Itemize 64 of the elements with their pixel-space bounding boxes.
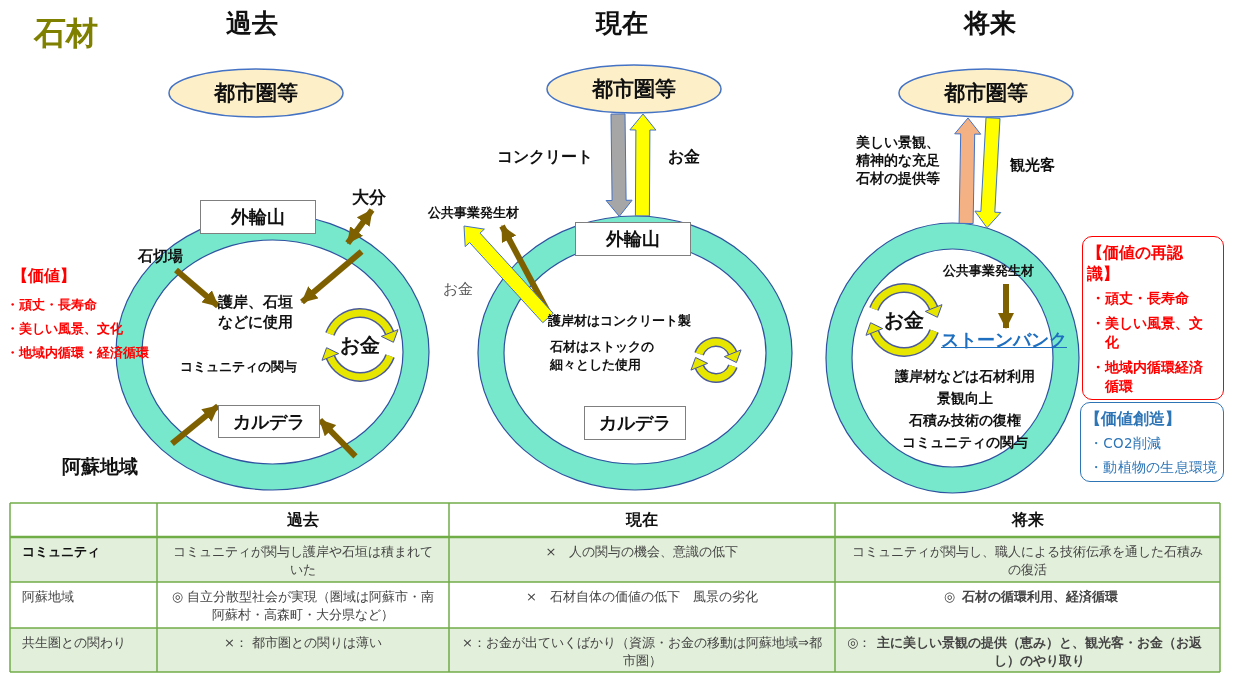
period-heading: 過去 — [225, 7, 279, 40]
bullet-item: ・頑丈・長寿命 — [1091, 289, 1190, 308]
period-heading: 現在 — [594, 7, 649, 40]
note-text: コミュニティの関与 — [901, 434, 1029, 452]
column-header: 将来 — [1010, 509, 1045, 532]
arrow — [170, 403, 220, 446]
region-ellipse: 都市圏等 — [898, 68, 1074, 118]
region-label: 阿蘇地域 — [62, 454, 138, 479]
title: 石材 — [34, 13, 98, 54]
place-label: 大分 — [352, 186, 396, 210]
table-cell-text: × 石材自体の価値の低下 風景の劣化 — [525, 588, 759, 606]
block-arrow — [954, 117, 982, 225]
bullet-item: ・CO2削減 — [1089, 434, 1163, 453]
block-arrow — [463, 225, 554, 324]
row-header: コミュニティ — [21, 543, 101, 561]
block-arrow — [605, 113, 633, 217]
value-box — [1082, 236, 1224, 400]
label-box: 外輪山 — [200, 200, 316, 234]
value-heading: 【価値】 — [12, 266, 76, 287]
note-text: 石積み技術の復権 — [908, 412, 1022, 430]
edge-label: コンクリート — [497, 146, 593, 168]
bullet-item: ・美しい風景、文化 — [1091, 313, 1204, 353]
note-text: 護岸材などは石材利用 — [894, 368, 1036, 386]
label-box: 外輪山 — [575, 222, 691, 256]
edge-label: 観光客 — [1010, 155, 1055, 176]
money-cycle: お金 — [318, 305, 402, 385]
region-ellipse: 都市圏等 — [546, 64, 722, 114]
material-label: 公共事業発生材 — [428, 204, 544, 226]
column-header: 過去 — [286, 509, 320, 532]
arrow — [300, 249, 364, 305]
block-arrow — [629, 113, 657, 217]
ring-shape — [825, 222, 1080, 494]
row-header: 阿蘇地域 — [21, 588, 75, 606]
bullet-item: ・動植物の生息環境 — [1089, 457, 1215, 477]
table-cell-text: ×： 都市圏との関りは薄い — [223, 634, 383, 652]
table-cell-text: ◎：主に美しい景観の提供（恵み）と、観光客・お金（お返し）のやり取り — [846, 634, 1204, 670]
edge-label: 美しい景観、精神的な充足石材の提供等 — [856, 133, 941, 188]
note-text: コミュニティの関与 — [180, 358, 297, 376]
bullet-item: ・地域内循環経済循環 — [1091, 357, 1204, 397]
note-text: 景観向上 — [936, 390, 994, 408]
arrow — [317, 417, 358, 459]
table-cell-text: コミュニティが関与し護岸や石垣は積まれていた — [172, 543, 434, 579]
table-cell-text: コミュニティが関与し、職人による技術伝承を通した石積みの復活 — [851, 543, 1204, 579]
box-heading: 【価値の再認識】 — [1087, 243, 1184, 285]
row-header: 共生圏との関わり — [21, 634, 127, 652]
usage-text: 護岸材はコンクリート製 — [548, 312, 724, 334]
edge-label: お金 — [443, 279, 473, 300]
column-header: 現在 — [624, 509, 659, 532]
arrow — [345, 208, 375, 245]
box-heading: 【価値創造】 — [1085, 409, 1182, 430]
usage-text: 石材はストックの細々とした使用 — [550, 338, 662, 380]
block-arrow — [974, 117, 1002, 229]
usage-text: 護岸、石垣などに使用 — [218, 292, 302, 338]
region-ellipse: 都市圏等 — [168, 68, 344, 118]
table-cell-text: ◎ 自立分散型社会が実現（圏域は阿蘇市・南阿蘇村・高森町・大分県など） — [170, 588, 436, 624]
edge-label: お金 — [668, 146, 700, 168]
bullet-item: ・頑丈・長寿命 — [6, 296, 97, 314]
table-cell-text: ×：お金が出ていくばかり（資源・お金の移動は阿蘇地域⇒都市圏） — [461, 634, 823, 670]
label-box: カルデラ — [584, 406, 686, 440]
label-box: カルデラ — [218, 405, 320, 438]
period-heading: 将来 — [962, 7, 1017, 40]
table-cell-text: × 人の関与の機会、意識の低下 — [544, 543, 740, 561]
value-box — [1080, 402, 1224, 482]
table-cell-text: ◎ 石材の循環利用、経済循環 — [942, 588, 1119, 606]
